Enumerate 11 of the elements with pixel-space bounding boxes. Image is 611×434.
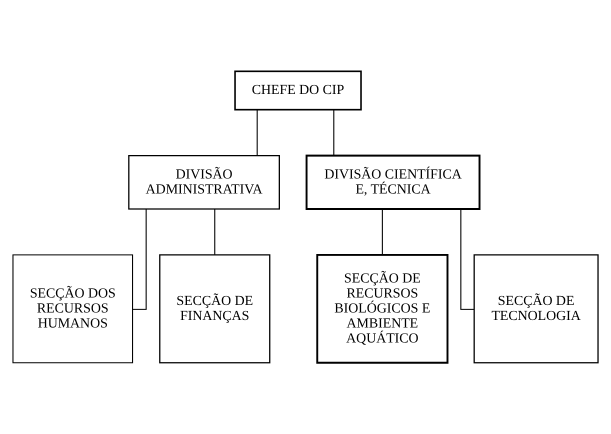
node-box: CHEFE DO CIP bbox=[234, 70, 362, 110]
node-box: SECÇÃO DE TECNOLOGIA bbox=[474, 254, 599, 364]
connector bbox=[214, 209, 216, 254]
connector bbox=[256, 110, 258, 156]
connector bbox=[382, 209, 383, 254]
connector bbox=[333, 110, 334, 156]
node-box: SECÇÃO DOS RECURSOS HUMANOS bbox=[12, 254, 134, 364]
node-box: SECÇÃO DE RECURSOS BIOLÓGICOS E AMBIENTE AQUÁTICO bbox=[316, 254, 448, 364]
node-box: DIVISÃO CIENTÍFICA E, TÉCNICA bbox=[306, 154, 480, 210]
node-box: SECÇÃO DE FINANÇAS bbox=[159, 254, 270, 364]
node-box: DIVISÃO ADMINISTRATIVA bbox=[128, 154, 280, 210]
